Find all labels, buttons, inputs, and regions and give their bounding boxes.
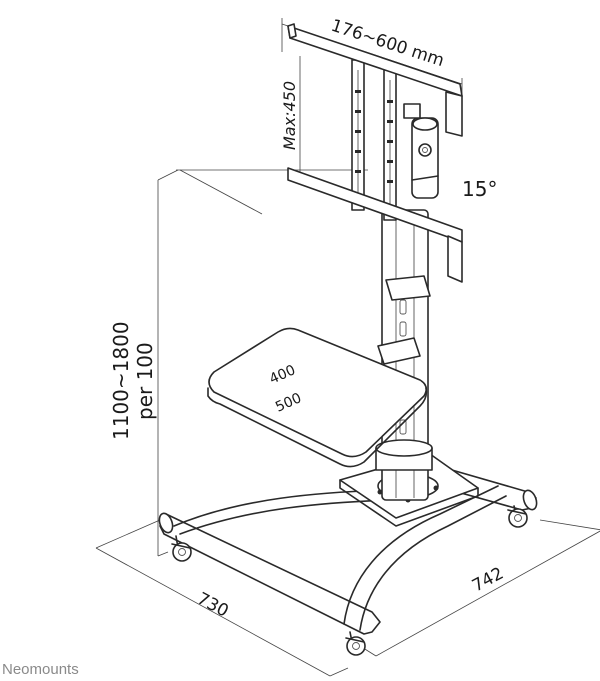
caster-front-right [345, 631, 366, 656]
caster-back-right [507, 505, 528, 528]
column [375, 209, 433, 501]
shelf [207, 327, 428, 468]
vesa-interface [287, 23, 463, 283]
height-range-label: 1100~1800 [109, 321, 133, 440]
brand-logo-text: Neomounts [2, 661, 79, 678]
vesa-height-label: Max:450 [280, 81, 299, 150]
height-step-label: per 100 [133, 342, 157, 420]
tilt-angle-label: 15° [462, 177, 497, 201]
dimension-lines [95, 18, 600, 677]
base-width-label: 742 [469, 564, 507, 597]
caster-front-left [171, 535, 192, 562]
base-depth-label: 730 [194, 589, 232, 622]
